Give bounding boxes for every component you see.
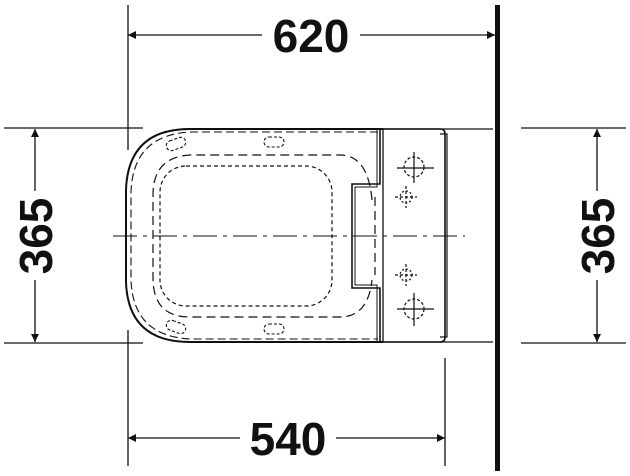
dimension-540-label: 540	[250, 413, 327, 465]
dimension-620-label: 620	[273, 10, 350, 62]
dimension-540	[127, 330, 446, 466]
dimension-365-right	[521, 127, 626, 344]
dimension-365-left	[4, 127, 143, 344]
dimension-620	[127, 5, 495, 150]
dimension-365-left-label: 365	[10, 198, 62, 275]
fixing-holes	[395, 152, 434, 326]
dimension-365-right-label: 365	[572, 198, 624, 275]
wall	[495, 5, 500, 471]
